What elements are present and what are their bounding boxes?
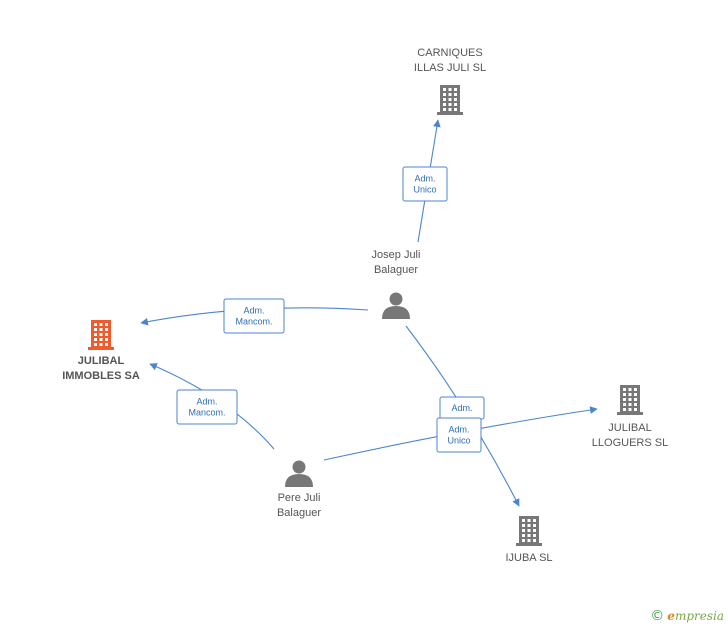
empresia-brand[interactable]: ©empresia [650,608,724,624]
edge-label-text: Adm. [196,397,217,407]
brand-initial: e [667,609,675,623]
nodes-layer: CARNIQUES ILLAS JULI SL Josep JuliBalaguer… [62,47,668,564]
edge-label-box[interactable] [436,417,482,453]
edge-label-josep-ijuba[interactable]: Adm. [439,396,485,420]
building-icon [516,516,542,546]
node-label[interactable]: IMMOBLES SA [62,370,140,382]
node-label[interactable]: Balaguer [277,507,321,519]
edge-label-josep-julibal-immobles[interactable]: Adm.Mancom. [223,298,285,334]
node-julibal_lloguers[interactable]: JULIBAL LLOGUERS SL [592,385,668,449]
edge-label-josep-carniques[interactable]: Adm.Unico [402,166,448,202]
edge-label-text: Adm. [414,174,435,184]
edge-label-text: Unico [447,436,470,446]
brand-rest: mpresia [674,609,724,623]
edge-label-text: Mancom. [235,317,272,327]
edges-layer: Adm.UnicoAdm.Mancom.Adm.Mancom.Adm.Adm.U… [140,119,598,507]
edge-label-text: Adm. [448,425,469,435]
node-label[interactable]: Josep Juli [372,249,421,261]
person-icon [382,292,410,319]
node-label[interactable]: LLOGUERS SL [592,437,668,449]
person-icon [285,460,313,487]
node-ijuba[interactable]: IJUBA SL [505,516,553,564]
node-carniques[interactable]: CARNIQUES ILLAS JULI SL [414,47,486,115]
node-label[interactable]: Pere Juli [278,492,321,504]
node-label[interactable]: IJUBA SL [505,552,552,564]
node-julibal_immobles[interactable]: JULIBAL IMMOBLES SA [62,320,140,382]
edge-label-text: Adm. [451,403,472,413]
node-label[interactable]: JULIBAL [78,355,125,367]
edge-label-text: Adm. [243,306,264,316]
edge-label-pere-julibal-lloguers[interactable]: Adm.Unico [436,417,482,453]
building-icon [617,385,643,415]
building-icon [88,320,114,350]
copyright-symbol: © [650,608,665,624]
edge-label-box[interactable] [223,298,285,334]
node-label[interactable]: CARNIQUES [417,47,482,59]
node-label[interactable]: JULIBAL [608,422,651,434]
edge-label-box[interactable] [176,389,238,425]
edge-label-box[interactable] [402,166,448,202]
node-label[interactable]: ILLAS JULI SL [414,62,486,74]
building-icon [437,85,463,115]
node-label[interactable]: Balaguer [374,264,418,276]
edge-label-text: Unico [413,185,436,195]
edge-label-pere-julibal-immobles[interactable]: Adm.Mancom. [176,389,238,425]
edge-label-text: Mancom. [188,408,225,418]
